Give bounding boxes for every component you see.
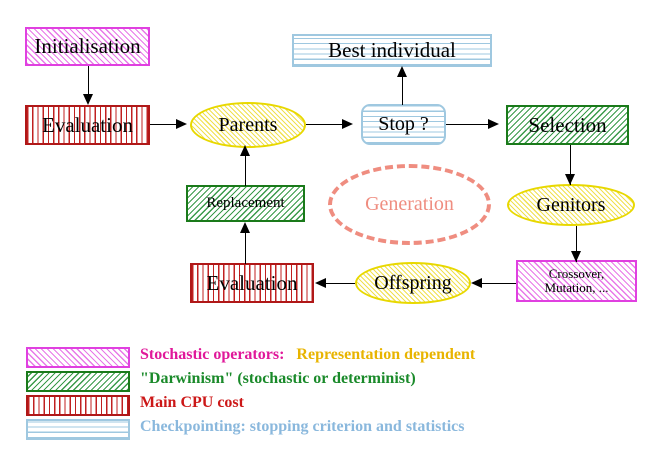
node-stop[interactable]: Stop ? — [361, 104, 446, 145]
arrowhead-replacement-to-parents — [239, 145, 250, 156]
node-generation-label: Generation — [365, 193, 454, 215]
node-offspring[interactable]: Offspring — [355, 262, 471, 304]
edge-evaluation-to-replacement — [245, 228, 247, 264]
node-parents-label: Parents — [218, 113, 278, 136]
edge-offspring-to-evaluation — [326, 283, 355, 285]
node-crossover-mutation[interactable]: Crossover, Mutation, ... — [516, 260, 637, 302]
node-initialisation[interactable]: Initialisation — [25, 27, 150, 66]
legend-swatch-main-cpu-cost — [26, 395, 130, 416]
arrowhead-offspring-to-evaluation — [315, 278, 326, 288]
node-selection[interactable]: Selection — [506, 105, 629, 145]
arrowhead-parents-to-stop — [342, 119, 353, 129]
node-evaluation-bottom-label: Evaluation — [206, 270, 298, 295]
node-genitors[interactable]: Genitors — [507, 184, 635, 226]
edge-genitors-to-crossover — [576, 226, 578, 262]
arrowhead-evaluation-to-parents — [176, 119, 187, 129]
node-generation-annotation: Generation — [328, 164, 491, 245]
node-parents[interactable]: Parents — [190, 102, 306, 148]
legend-row-main-cpu-cost: Main CPU cost — [140, 394, 244, 412]
arrowhead-evaluation-to-replacement — [239, 222, 250, 233]
edge-stop-to-best-individual — [402, 68, 404, 105]
edge-stop-to-selection — [446, 124, 490, 126]
legend-row-stochastic-operators: Stochastic operators: Representation depe… — [140, 346, 475, 364]
arrowhead-initialisation-to-evaluation — [82, 94, 93, 105]
node-selection-label: Selection — [528, 112, 607, 137]
legend-swatch-darwinism — [26, 371, 130, 392]
arrowhead-crossover-to-offspring — [471, 278, 482, 288]
node-replacement[interactable]: Replacement — [186, 185, 305, 222]
node-best-individual-label: Best individual — [328, 38, 456, 63]
legend-swatch-checkpointing — [26, 419, 130, 440]
edge-selection-to-genitors — [570, 145, 572, 185]
edge-evaluation-to-parents — [150, 124, 178, 126]
legend-row-checkpointing: Checkpointing: stopping criterion and st… — [140, 418, 464, 436]
arrowhead-selection-to-genitors — [564, 174, 575, 185]
legend-label-checkpointing: Checkpointing: stopping criterion and st… — [140, 418, 465, 435]
edge-initialisation-to-evaluation — [88, 66, 90, 96]
arrowhead-stop-to-selection — [488, 119, 499, 129]
node-replacement-label: Replacement — [206, 194, 285, 211]
node-evaluation-bottom[interactable]: Evaluation — [190, 263, 314, 303]
edge-parents-to-stop — [306, 124, 344, 126]
edge-crossover-to-offspring — [482, 283, 516, 285]
node-crossover-mutation-label: Crossover, Mutation, ... — [544, 266, 609, 295]
legend-swatch-stochastic-operators — [26, 347, 130, 368]
node-genitors-label: Genitors — [536, 193, 606, 216]
node-evaluation-top[interactable]: Evaluation — [25, 105, 150, 145]
node-stop-label: Stop ? — [378, 113, 429, 135]
node-offspring-label: Offspring — [374, 271, 452, 294]
legend-label-main-cpu-cost: Main CPU cost — [140, 394, 244, 411]
legend-label-darwinism: "Darwinism" (stochastic or determinist) — [140, 370, 416, 387]
arrowhead-stop-to-best-individual — [396, 66, 407, 77]
node-best-individual[interactable]: Best individual — [292, 34, 492, 67]
legend-label-stochastic-operators: Stochastic operators: — [140, 346, 285, 363]
legend-row-darwinism: "Darwinism" (stochastic or determinist) — [140, 370, 416, 388]
node-evaluation-top-label: Evaluation — [42, 112, 133, 137]
node-initialisation-label: Initialisation — [34, 34, 141, 59]
arrowhead-genitors-to-crossover — [570, 251, 581, 262]
legend-label-representation-dependent: Representation dependent — [296, 346, 476, 363]
edge-replacement-to-parents — [245, 151, 247, 186]
